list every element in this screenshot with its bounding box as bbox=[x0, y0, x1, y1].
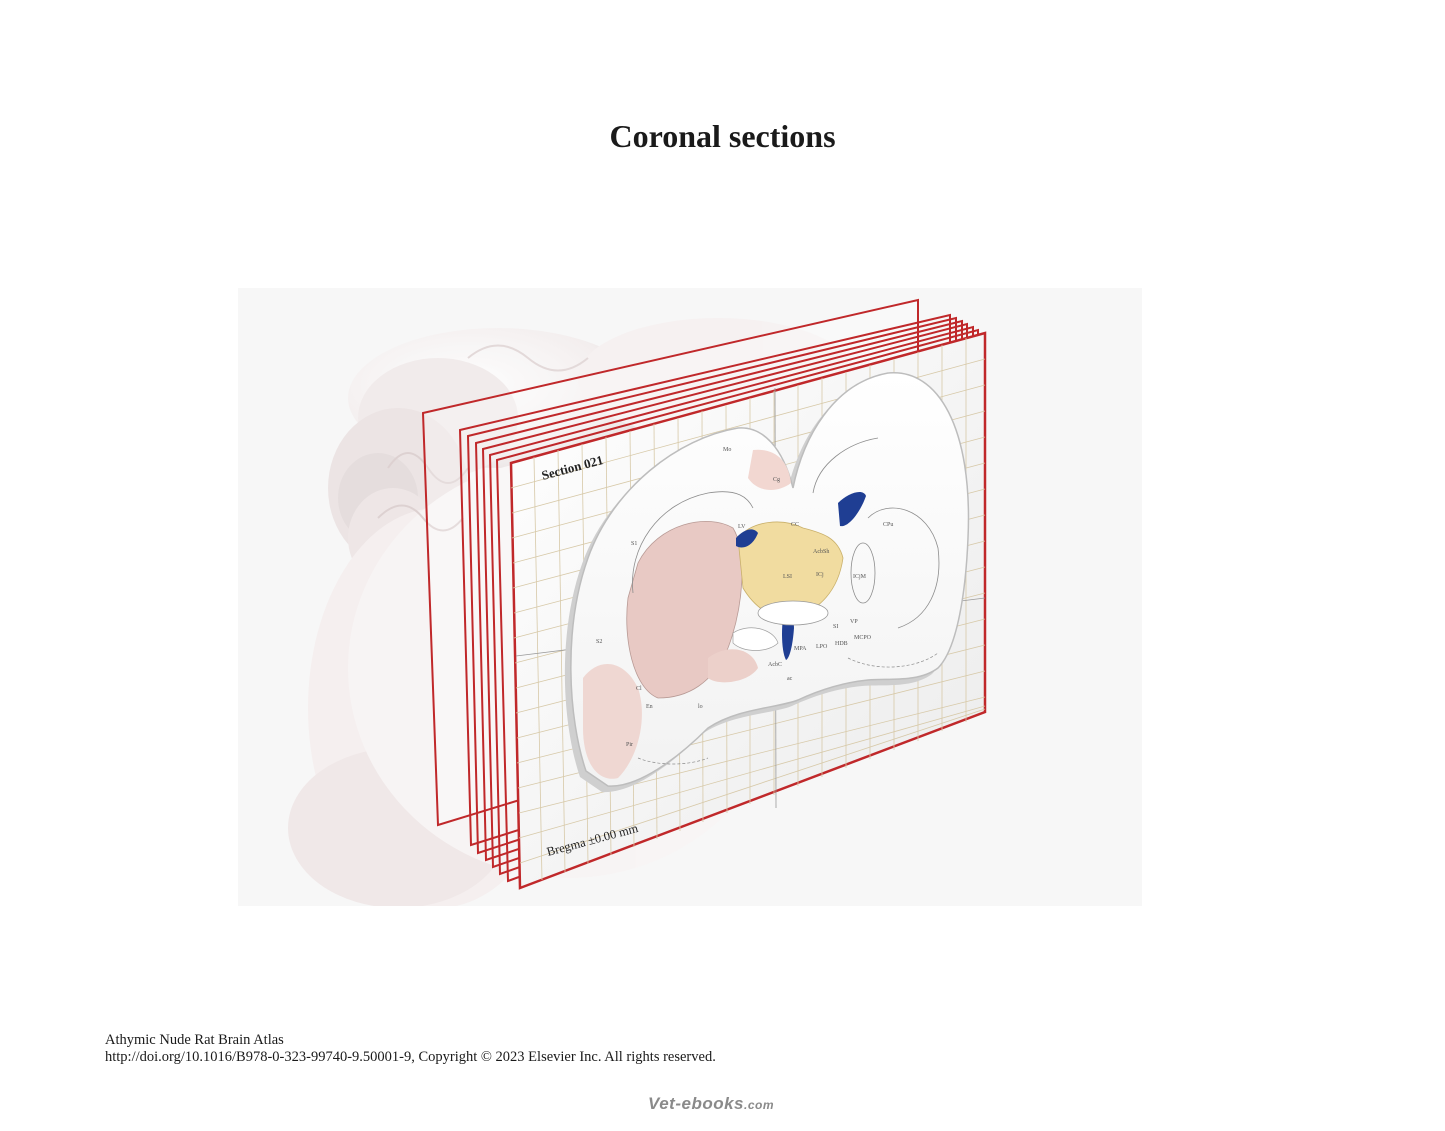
book-title: Athymic Nude Rat Brain Atlas bbox=[105, 1032, 284, 1048]
region-label-ac: ac bbox=[787, 676, 793, 682]
watermark-text: Vet-ebooks bbox=[648, 1094, 745, 1113]
region-label-cg: Cg bbox=[773, 477, 780, 483]
region-label-mcpo: MCPO bbox=[854, 635, 872, 641]
region-cingulate bbox=[748, 449, 791, 490]
ventricle-right bbox=[838, 492, 866, 527]
ventricle-left bbox=[736, 529, 758, 548]
region-striatum-left bbox=[626, 521, 743, 699]
page-footer: Athymic Nude Rat Brain Atlas http://doi.… bbox=[105, 1032, 716, 1066]
region-label-lsi: LSI bbox=[783, 574, 792, 580]
region-label-s2: S2 bbox=[596, 639, 602, 645]
region-label-lpo: LPO bbox=[816, 644, 828, 650]
watermark-logo: Vet-ebooks.com bbox=[648, 1094, 774, 1114]
region-label-acbsh: AcbSh bbox=[813, 549, 829, 555]
citation-text: http://doi.org/10.1016/B978-0-323-99740-… bbox=[105, 1049, 716, 1065]
region-label-pir: Pir bbox=[626, 742, 633, 748]
region-label-cl: Cl bbox=[636, 686, 642, 692]
watermark-suffix: .com bbox=[744, 1098, 775, 1112]
region-label-cc: CC bbox=[791, 522, 799, 528]
region-label-hdb: HDB bbox=[835, 641, 848, 647]
coronal-slice bbox=[564, 372, 970, 793]
region-label-icj: ICj bbox=[816, 572, 824, 578]
page-title: Coronal sections bbox=[609, 118, 836, 154]
region-piriform bbox=[583, 664, 642, 779]
region-label-si: SI bbox=[833, 624, 838, 630]
region-label-en: En bbox=[646, 704, 653, 710]
region-label-lv: LV bbox=[738, 524, 746, 530]
region-label-vp: VP bbox=[850, 619, 858, 625]
region-labels: Mo Cg S1 S2 CPu LV CC AcbC AcbSh ICj ICj… bbox=[596, 447, 893, 748]
third-ventricle bbox=[782, 615, 794, 660]
region-label-icjm: ICjM bbox=[853, 574, 867, 580]
region-label-cpu: CPu bbox=[883, 522, 893, 528]
region-label-acbc: AcbC bbox=[768, 662, 782, 668]
region-label-mpa: MPA bbox=[794, 646, 807, 652]
region-label-mo: Mo bbox=[723, 447, 731, 453]
coronal-sections-figure: Mo Cg S1 S2 CPu LV CC AcbC AcbSh ICj ICj… bbox=[238, 288, 1142, 906]
region-label-lo: lo bbox=[698, 704, 703, 710]
region-accumbens-left bbox=[708, 649, 758, 683]
region-label-s1: S1 bbox=[631, 541, 637, 547]
